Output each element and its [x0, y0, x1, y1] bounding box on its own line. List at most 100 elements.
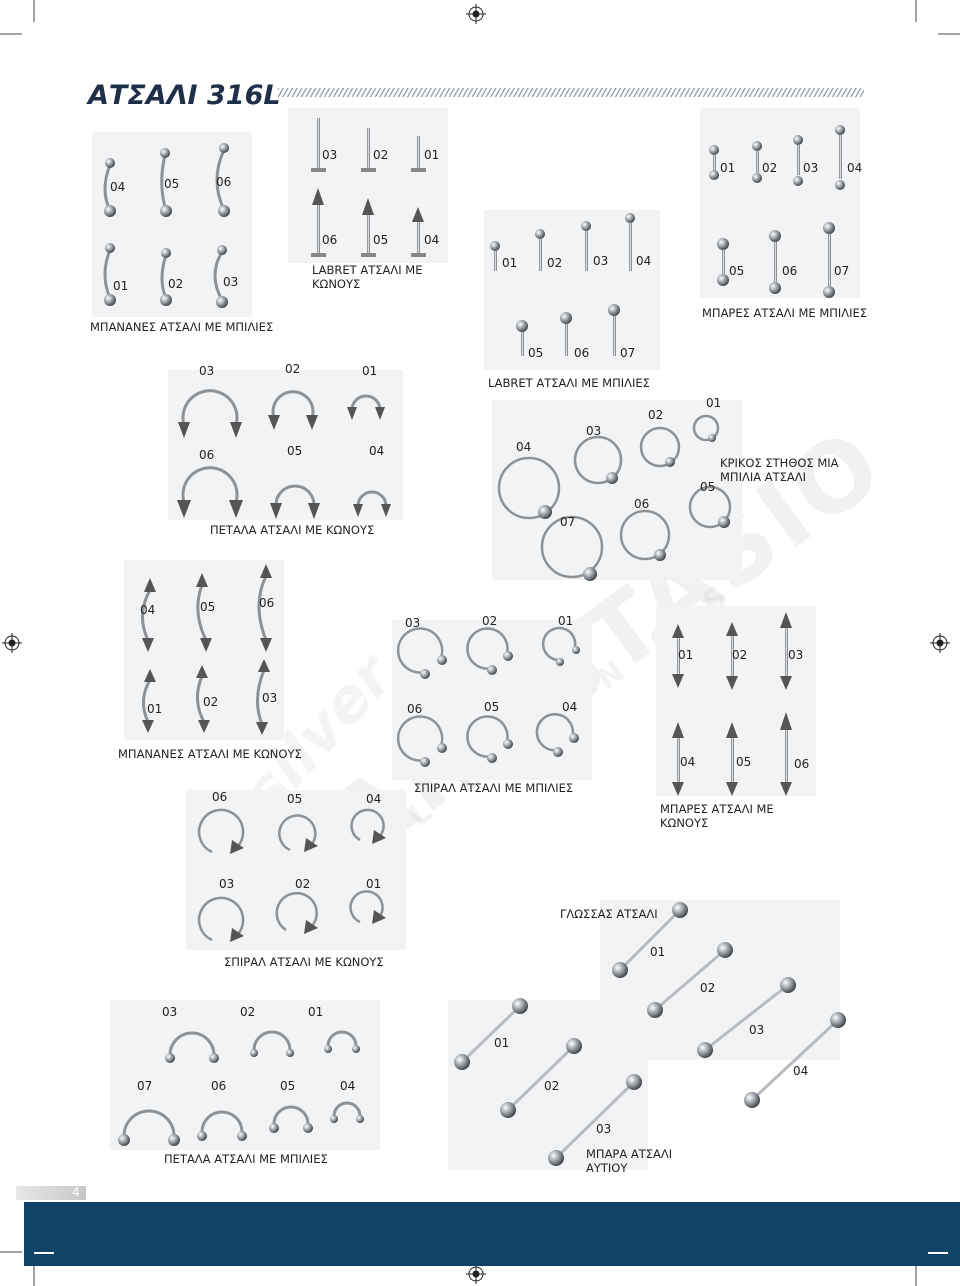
item-number: 02 [648, 408, 664, 422]
section-caption: LABRET ΑΤΣΑΛΙ ΜΕ ΚΩΝΟΥΣ [312, 263, 423, 291]
item-number: 06 [211, 1079, 227, 1093]
item-number: 05 [287, 444, 303, 458]
item-number: 06 [216, 175, 232, 189]
item-number: 02 [240, 1005, 256, 1019]
item-number: 04 [369, 444, 385, 458]
item-number: 03 [586, 424, 602, 438]
item-number: 01 [502, 256, 518, 270]
item-number: 02 [700, 981, 716, 995]
section-caption: ΠΕΤΑΛΑ ΑΤΣΑΛΙ ΜΕ ΚΩΝΟΥΣ [210, 523, 375, 537]
item-number: 03 [593, 254, 609, 268]
banana-ball-drawings [103, 149, 226, 301]
item-number: 02 [762, 161, 778, 175]
section-caption: ΜΠΑΡΕΣ ΑΤΣΑΛΙ ΜΕ ΜΠΙΛΙΕΣ [702, 306, 868, 320]
footer-dash-left [34, 1252, 54, 1254]
labret-ball-drawings [490, 213, 635, 356]
item-number: 02 [203, 695, 219, 709]
item-number: 04 [140, 603, 156, 617]
item-number: 05 [729, 264, 745, 278]
item-number: 05 [280, 1079, 296, 1093]
item-number: 04 [340, 1079, 356, 1093]
item-number: 04 [516, 440, 532, 454]
panel-bars-balls [700, 108, 860, 298]
item-number: 01 [706, 396, 722, 410]
item-number: 06 [794, 757, 810, 771]
item-number: 07 [834, 264, 850, 278]
banana-cone-drawings [141, 575, 268, 725]
item-number: 06 [407, 702, 423, 716]
page-number: 4 [72, 1185, 80, 1199]
item-number: 05 [700, 480, 716, 494]
item-number: 01 [147, 702, 163, 716]
item-number: 03 [223, 275, 239, 289]
title-hatch-rule [278, 88, 864, 97]
item-number: 03 [749, 1023, 765, 1037]
panel-bananas-balls [92, 132, 252, 317]
section-caption: ΣΠΙΡΑΛ ΑΤΣΑΛΙ ΜΕ ΜΠΙΛΙΕΣ [414, 781, 574, 795]
footer-dash-right [928, 1252, 948, 1254]
ear-bar-drawings [454, 998, 642, 1166]
section-caption: ΜΠΑΡΑ ΑΤΣΑΛΙ ΑΥΤΙΟΥ [586, 1147, 673, 1175]
item-number: 03 [219, 877, 235, 891]
horseshoe-ball-drawings [122, 1030, 362, 1137]
registration-mark-top [466, 4, 486, 24]
item-number: 03 [596, 1122, 612, 1136]
item-number: 04 [847, 161, 863, 175]
section-caption: ΜΠΑΝΑΝΕΣ ΑΤΣΑΛΙ ΜΕ ΚΩΝΟΥΣ [118, 747, 302, 761]
item-number: 06 [259, 596, 275, 610]
section-caption: ΚΡΙΚΟΣ ΣΤΗΘΟΣ ΜΙΑ ΜΠΙΛΙΑ ΑΤΣΑΛΙ [720, 456, 839, 484]
item-number: 02 [547, 256, 563, 270]
item-number: 02 [544, 1079, 560, 1093]
item-number: 05 [484, 700, 500, 714]
ring-drawings [497, 414, 732, 579]
item-number: 05 [164, 177, 180, 191]
labret-cone-drawings [311, 118, 426, 257]
page-title: ΑΤΣΑΛΙ 316L [88, 80, 281, 111]
item-number: 04 [680, 755, 696, 769]
section-caption: ΓΛΩΣΣΑΣ ΑΤΣΑΛΙ [560, 907, 658, 921]
item-number: 06 [322, 233, 338, 247]
spiral-ball-drawings [396, 626, 577, 762]
item-number: 03 [788, 648, 804, 662]
item-number: 03 [322, 148, 338, 162]
item-number: 01 [424, 148, 440, 162]
item-number: 02 [482, 614, 498, 628]
item-number: 05 [736, 755, 752, 769]
item-number: 04 [793, 1064, 809, 1078]
item-number: 05 [287, 792, 303, 806]
item-number: 02 [295, 877, 311, 891]
item-number: 01 [113, 279, 129, 293]
registration-mark-bottom [466, 1264, 486, 1284]
item-number: 04 [636, 254, 652, 268]
item-number: 02 [732, 648, 748, 662]
item-number: 07 [560, 515, 576, 529]
item-number: 01 [494, 1036, 510, 1050]
item-number: 01 [558, 614, 574, 628]
spiral-cone-drawings [197, 808, 385, 942]
item-number: 03 [803, 161, 819, 175]
item-number: 05 [200, 600, 216, 614]
section-caption: ΠΕΤΑΛΑ ΑΤΣΑΛΙ ΜΕ ΜΠΙΛΙΕΣ [164, 1152, 328, 1166]
item-number: 06 [212, 790, 228, 804]
item-number: 06 [782, 264, 798, 278]
item-number: 01 [308, 1005, 324, 1019]
item-number: 03 [162, 1005, 178, 1019]
item-number: 05 [528, 346, 544, 360]
panel-ear-bars [448, 1000, 648, 1170]
item-number: 03 [262, 691, 278, 705]
item-number: 04 [110, 180, 126, 194]
item-number: 02 [373, 148, 389, 162]
item-number: 07 [137, 1079, 153, 1093]
item-number: 02 [168, 277, 184, 291]
section-caption: ΣΠΙΡΑΛ ΑΤΣΑΛΙ ΜΕ ΚΩΝΟΥΣ [224, 955, 384, 969]
item-number: 01 [650, 945, 666, 959]
item-number: 01 [678, 648, 694, 662]
bar-ball-drawings [709, 125, 845, 298]
registration-mark-left [2, 633, 22, 653]
item-number: 06 [574, 346, 590, 360]
item-number: 04 [366, 792, 382, 806]
bar-cone-drawings [672, 612, 792, 796]
item-number: 06 [634, 497, 650, 511]
item-number: 01 [366, 877, 382, 891]
